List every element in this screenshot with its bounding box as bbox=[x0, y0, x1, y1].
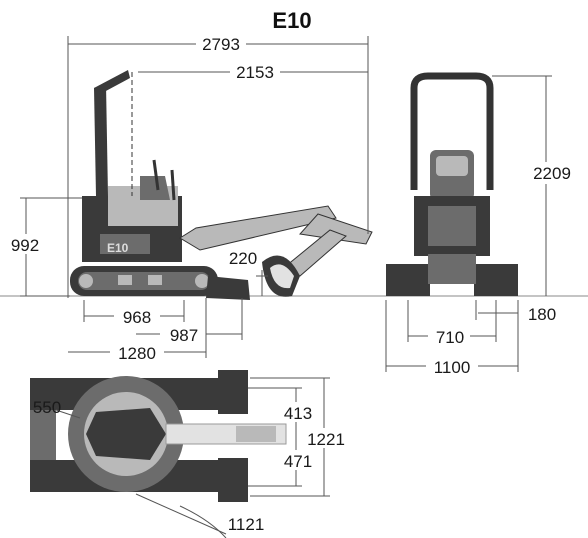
dim-220: 220 bbox=[229, 249, 257, 268]
top-view bbox=[30, 370, 287, 502]
front-undercarriage bbox=[428, 254, 476, 284]
top-dimensions: 550 413 471 1221 1121 bbox=[33, 377, 352, 538]
dim-1280: 1280 bbox=[118, 344, 156, 363]
dim-550: 550 bbox=[33, 398, 61, 417]
dim-180: 180 bbox=[528, 305, 556, 324]
dim-968: 968 bbox=[123, 308, 151, 327]
dim-413: 413 bbox=[284, 404, 312, 423]
side-lever-2 bbox=[170, 169, 176, 201]
side-track-inner bbox=[78, 272, 210, 290]
front-dimensions: 2209 180 710 1100 bbox=[385, 75, 580, 377]
dim-1221: 1221 bbox=[307, 430, 345, 449]
dim-471: 471 bbox=[284, 452, 312, 471]
side-seat bbox=[140, 176, 170, 200]
side-body-badge: E10 bbox=[107, 241, 129, 255]
front-track-left bbox=[386, 264, 430, 296]
front-track-right bbox=[474, 264, 518, 296]
dim-987: 987 bbox=[170, 326, 198, 345]
side-dimensions: 2793 2153 992 220 968 987 1280 bbox=[4, 32, 369, 363]
top-blade-side bbox=[30, 410, 56, 460]
side-view: E10 bbox=[70, 70, 373, 300]
side-track-plate bbox=[118, 275, 132, 285]
side-bucket-inner bbox=[270, 264, 294, 289]
top-dozer-lower bbox=[218, 458, 248, 502]
side-arm bbox=[299, 213, 373, 245]
dim-1100: 1100 bbox=[434, 358, 471, 377]
top-dozer-upper bbox=[218, 370, 248, 414]
side-lever bbox=[152, 159, 160, 191]
front-seat-pad bbox=[436, 156, 468, 176]
top-cab bbox=[86, 408, 166, 460]
side-sprocket bbox=[195, 274, 209, 288]
dim-1121: 1121 bbox=[228, 515, 265, 534]
dim-arc-1121 bbox=[179, 505, 227, 538]
top-bucket bbox=[236, 426, 276, 442]
dim-992: 992 bbox=[11, 236, 39, 255]
side-boom bbox=[179, 205, 337, 251]
front-body-panel bbox=[428, 206, 476, 246]
dim-710: 710 bbox=[436, 328, 464, 347]
side-track-plate-2 bbox=[148, 275, 162, 285]
front-view bbox=[386, 72, 518, 296]
side-body-panel bbox=[100, 234, 150, 254]
dim-2793: 2793 bbox=[202, 35, 240, 54]
dim-2153: 2153 bbox=[236, 63, 274, 82]
dozer-blade bbox=[206, 276, 250, 300]
side-rops bbox=[94, 84, 108, 196]
dim-2209: 2209 bbox=[533, 164, 571, 183]
front-rops bbox=[410, 72, 494, 190]
side-idler bbox=[79, 274, 93, 288]
side-rops-top bbox=[94, 70, 130, 92]
model-title: E10 bbox=[272, 8, 311, 33]
